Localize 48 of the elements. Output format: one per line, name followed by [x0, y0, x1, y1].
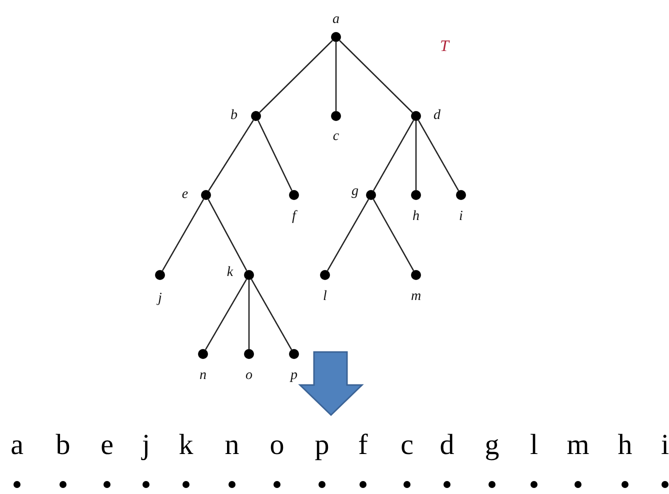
sequence-letter: e: [100, 428, 114, 462]
sequence-letter: n: [224, 428, 240, 462]
sequence-letter: d: [440, 428, 454, 462]
sequence-letter: i: [660, 428, 669, 462]
vertex-label: a: [332, 12, 340, 28]
vertex-label: b: [230, 108, 238, 124]
tree-edge: [372, 120, 414, 191]
sequence-letter: c: [400, 428, 414, 462]
tree-edge: [415, 121, 417, 190]
vertex-label: e: [182, 187, 188, 203]
sequence-letter: g: [484, 428, 500, 462]
tree-edge: [372, 199, 414, 271]
sequence-letter: j: [142, 428, 150, 462]
tree-edge: [208, 199, 248, 271]
vertex-label: h: [412, 209, 420, 225]
tree-edge: [258, 120, 292, 191]
tree-edge: [259, 40, 333, 113]
sequence-letter: b: [56, 428, 70, 462]
tree-edge: [204, 279, 248, 350]
vertex-label: m: [410, 289, 422, 305]
vertex-label: f: [292, 209, 296, 225]
vertex-label: c: [332, 129, 340, 145]
tree-name: T: [440, 38, 449, 56]
vertex-label: j: [158, 291, 162, 307]
vertex-label: k: [226, 265, 234, 281]
sequence-letter: p: [314, 428, 330, 462]
vertex-label: g: [352, 184, 358, 200]
tree-edge: [335, 42, 337, 111]
sequence-letter: k: [178, 428, 194, 462]
tree-edge: [250, 279, 292, 350]
vertex-label: o: [246, 368, 252, 384]
tree-edge: [248, 280, 250, 349]
vertex-label: i: [459, 209, 463, 225]
vertex-label: p: [290, 368, 298, 384]
tree-edge: [339, 40, 413, 113]
sequence-letter: f: [358, 428, 368, 462]
sequence-letter: l: [530, 428, 538, 462]
vertex-label: d: [434, 108, 440, 124]
vertex-label: l: [323, 289, 327, 305]
vertex-label: n: [200, 368, 206, 384]
sequence-letter: a: [10, 428, 24, 462]
tree-edge: [208, 120, 254, 192]
tree-edge: [418, 120, 460, 191]
sequence-letter: m: [566, 428, 590, 462]
tree-edge: [162, 199, 204, 271]
sequence-letter: o: [270, 428, 284, 462]
sequence-letter: h: [618, 428, 632, 462]
tree-edge: [326, 199, 370, 271]
